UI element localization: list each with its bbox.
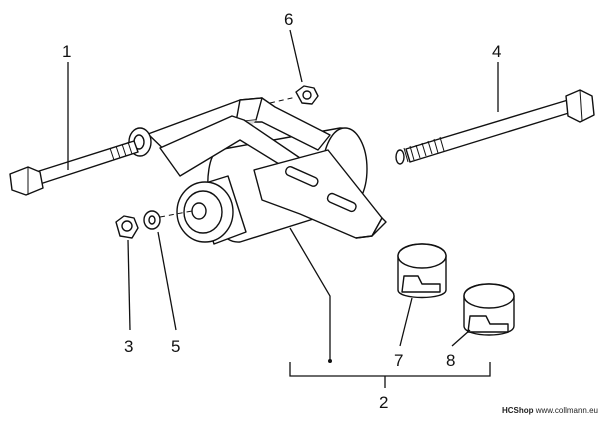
callout-7: 7	[394, 351, 403, 370]
watermark-site: www.collmann.eu	[535, 406, 598, 415]
bolt-part-1	[9, 140, 139, 196]
washer-part-5	[143, 210, 193, 230]
nut-part-6	[269, 85, 319, 105]
bushing-part-7	[397, 243, 447, 299]
callout-5: 5	[171, 337, 180, 356]
leader-lines	[67, 29, 499, 388]
watermark-brand: HCShop	[502, 406, 534, 415]
housing-part-2	[128, 97, 387, 245]
callout-8: 8	[446, 351, 455, 370]
long-bolt-part-4	[395, 89, 595, 165]
bushing-part-8	[463, 283, 515, 336]
callout-2: 2	[379, 393, 388, 412]
callout-6: 6	[284, 10, 293, 29]
watermark: HCShop www.collmann.eu	[502, 406, 598, 415]
callout-4: 4	[492, 42, 501, 61]
callout-1: 1	[62, 42, 71, 61]
nut-part-3	[115, 215, 139, 239]
callout-3: 3	[124, 337, 133, 356]
